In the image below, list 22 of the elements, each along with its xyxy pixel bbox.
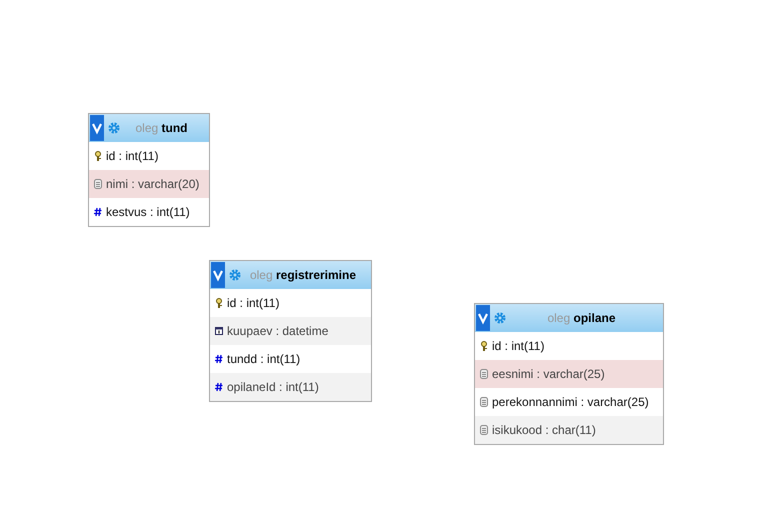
table-card [474,303,664,445]
table-title: oleg opilane [546,311,617,325]
column-row [210,317,371,345]
column-text: perekonnannimi : varchar(25) [492,395,649,409]
column-text: kestvus : int(11) [106,205,190,219]
column-text: opilaneId : int(11) [227,380,319,394]
column-row [475,416,663,444]
column-text: id : int(11) [227,296,280,310]
column-text: nimi : varchar(20) [106,177,200,191]
column-row [210,373,371,401]
column-text: kuupaev : datetime [227,324,328,338]
table-card [209,260,372,402]
column-text: id : int(11) [106,149,158,163]
column-text: eesnimi : varchar(25) [492,367,605,381]
column-text: tundd : int(11) [227,352,300,366]
table-card [88,113,210,227]
column-text: id : int(11) [492,339,544,353]
table-title: oleg tund [134,121,189,135]
column-row [89,170,209,198]
column-row [475,360,663,388]
table-title: oleg registrerimine [248,268,358,282]
column-text: isikukood : char(11) [492,423,596,437]
